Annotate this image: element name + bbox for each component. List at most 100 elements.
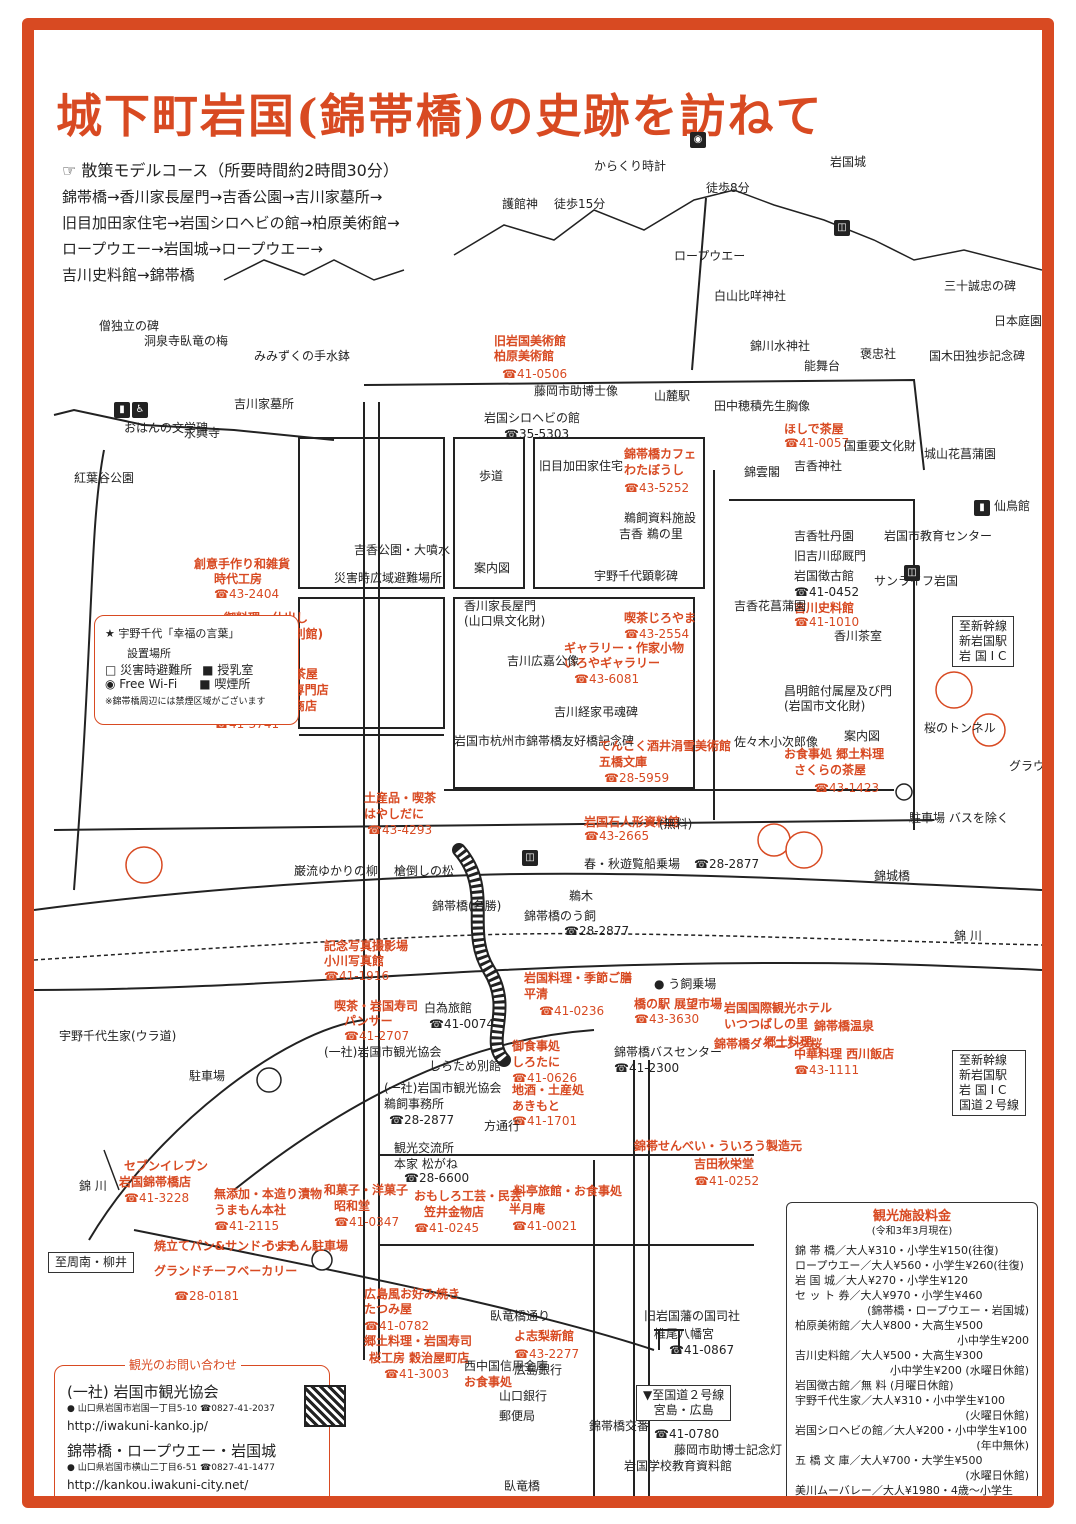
parking-sign	[895, 783, 913, 801]
kintaikyo-bridge	[455, 846, 508, 1064]
qr-code[interactable]	[304, 1385, 346, 1427]
place-label: 料亭旅館・お食事処	[514, 1184, 623, 1198]
place-label: 広島銀行	[514, 1363, 563, 1377]
map-title: 城下町岩国(錦帯橋)の史跡を訪ねて	[56, 89, 824, 143]
place-label: 喫茶・岩国寿司	[334, 999, 419, 1013]
fee-lines: 錦 帯 橋／大人¥310・小学生¥150(往復)ロープウエー／大人¥560・小学…	[795, 1243, 1029, 1496]
mountain-ridge	[223, 259, 405, 281]
place-label: お食事処	[464, 1375, 513, 1389]
fee-line: 宇野千代生家／大人¥310・小中学生¥100	[795, 1394, 1005, 1407]
block	[533, 437, 705, 589]
place-label: 旧吉川邸厩門	[794, 549, 867, 563]
place-label: 広島風お好み焼き	[364, 1287, 461, 1301]
place-label: 平清	[524, 987, 549, 1001]
place-label: 吉香 鵜の里	[619, 527, 683, 541]
place-label: うまもん本社	[214, 1203, 287, 1217]
place-label: 案内図	[474, 561, 511, 575]
road	[73, 449, 105, 891]
place-label: 日本庭園	[994, 314, 1043, 328]
fee-line: 吉川史料館／大人¥500・大高生¥300	[795, 1349, 983, 1362]
place-label: 災害時広域避難場所	[334, 571, 443, 585]
place-label: 郷土料理・岩国寿司	[364, 1334, 473, 1348]
phone-number: ☎43-2665	[584, 829, 650, 843]
legend-star-line: 設置場所	[127, 647, 171, 660]
road	[88, 1019, 365, 1241]
place-label: 田中穂積先生胸像	[714, 399, 811, 413]
place-label: 錦川水神社	[750, 339, 811, 353]
place-label: 錦帯橋ダイニング桜	[714, 1037, 823, 1051]
place-label: グラウンド	[1009, 759, 1046, 773]
phone-number: ☎43-6081	[574, 672, 640, 686]
place-label: サンライフ岩国	[874, 574, 959, 588]
course-line: ロープウエー→岩国城→ロープウエー→	[62, 240, 323, 258]
place-label: 臥竜橋	[504, 1479, 541, 1493]
inquiry-url[interactable]: http://iwakuni-kanko.jp/	[67, 1419, 208, 1433]
place-label: 岩国料理・季節ご膳	[524, 971, 633, 985]
phone-number: ☎43-2277	[514, 1347, 580, 1361]
legend-item: 災害時避難所	[120, 663, 193, 677]
place-label: 錦帯橋温泉	[814, 1019, 875, 1033]
place-label: みみずくの手水鉢	[254, 349, 351, 363]
place-label: 藤岡市助博士記念灯	[674, 1443, 783, 1457]
place-label: 臥竜橋通り	[490, 1309, 551, 1323]
dest-line: 国道２号線	[959, 1098, 1020, 1112]
place-label: 国重要文化財	[844, 439, 917, 453]
phone-number: ☎41-0252	[694, 1174, 760, 1188]
place-label: 吉川史料館	[794, 601, 855, 615]
place-label: 記念写真撮影場	[324, 939, 409, 953]
course-line: 吉川史料館→錦帯橋	[62, 266, 195, 284]
ropeway-line	[691, 197, 707, 371]
place-label: てんこく酒井涓雪美術館	[599, 739, 732, 753]
place-label: 吉香公園・大噴水	[354, 543, 451, 557]
place-label: 巌流ゆかりの柳	[294, 864, 379, 878]
place-label: 案内図	[844, 729, 881, 743]
place-label: 岩国シロヘビの館	[484, 411, 581, 425]
block	[298, 597, 445, 729]
fee-line: (火曜日休館)	[965, 1409, 1029, 1422]
place-label: 佐々木小次郎像	[734, 735, 819, 749]
phone-number: ☎41-0057	[784, 436, 850, 450]
legend-box: ★ 宇野千代「幸福の言葉」 設置場所 □ 災害時避難所 ■ 授乳室 ◉ Free…	[94, 615, 299, 725]
phone-number: ☎41-3228	[124, 1191, 190, 1205]
inquiry-url[interactable]: http://kankou.iwakuni-city.net/	[67, 1478, 249, 1492]
place-label: ☎28-6600	[404, 1171, 470, 1185]
place-label: 中華料理 西川飯店	[794, 1047, 895, 1061]
place-label: からくり時計	[594, 159, 667, 173]
map-frame: 城下町岩国(錦帯橋)の史跡を訪ねて ☞ 散策モデルコース（所要時間約2時間30分…	[22, 18, 1054, 1508]
fee-line: (錦帯橋・ロープウエー・岩国城)	[867, 1304, 1029, 1317]
place-label: (一社)岩国市観光協会	[324, 1045, 442, 1059]
place-label: 無添加・本造り漬物	[214, 1187, 323, 1201]
evacuation-icon: □ 災害時避難所	[105, 663, 193, 677]
place-label: ● う飼乗場	[654, 977, 717, 991]
place-label: 褒忠社	[860, 347, 897, 361]
place-label: 桜工房 穀治屋町店	[369, 1351, 470, 1365]
place-label: 香川家長屋門	[464, 599, 537, 613]
sakura-tree	[785, 831, 823, 869]
place-label: 香川茶室	[834, 629, 883, 643]
place-label: ギャラリー・作家小物	[564, 641, 685, 655]
fee-line: 小中学生¥200 (水曜日休館)	[889, 1364, 1029, 1377]
place-label: はやしだに	[364, 807, 425, 821]
phone-number: ☎43-2404	[214, 587, 280, 601]
place-label: 白為旅館	[424, 1001, 473, 1015]
place-label: よ志梨新館	[514, 1329, 575, 1343]
place-label: 半月庵	[509, 1202, 546, 1216]
road	[363, 378, 925, 471]
place-label: 錦帯橋交番	[589, 1419, 650, 1433]
place-label: 吉香牡丹園	[794, 529, 855, 543]
fee-table: 観光施設料金 (令和3年3月現在) 錦 帯 橋／大人¥310・小学生¥150(往…	[786, 1202, 1038, 1496]
place-label: 西中国信用金庫	[464, 1359, 549, 1373]
course-heading: ☞ 散策モデルコース（所要時間約2時間30分）	[62, 161, 399, 180]
place-label: 鵜木	[569, 889, 594, 903]
place-label: 錦帯橋のう飼	[524, 909, 597, 923]
toilet-icon: ▮	[974, 500, 990, 516]
course-line: 旧目加田家住宅→岩国シロヘビの館→柏原美術館→	[62, 214, 400, 232]
place-label: さくらの茶屋	[794, 763, 867, 777]
block	[298, 437, 445, 589]
place-label: 岩国徴古館	[794, 569, 855, 583]
nursing-room-icon: ■ 授乳室	[202, 663, 254, 677]
phone-number: ☎41-0626	[512, 1071, 578, 1085]
place-label: 徒歩15分	[554, 197, 606, 211]
smoking-area-icon: ■ 喫煙所	[199, 676, 251, 691]
place-label: 岩国市教育センター	[884, 529, 993, 543]
